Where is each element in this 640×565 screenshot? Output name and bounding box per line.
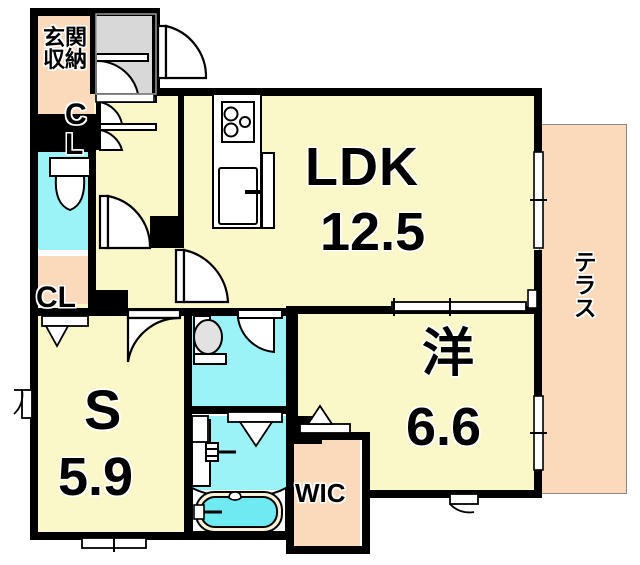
yo-room-fill-2: [370, 306, 536, 496]
genkan-storage-label: 玄関収納: [37, 26, 93, 74]
wall-hall-left-lower: [88, 146, 96, 258]
s-room-area-label: 5.9: [58, 450, 133, 504]
wic-label-text: WIC: [295, 478, 346, 508]
wall-yo-right: [534, 306, 542, 498]
yo-room-area-label: 6.6: [406, 400, 481, 454]
ldk-label-text: LDK: [305, 137, 419, 197]
s-room-label-text: S: [84, 378, 122, 441]
wall-wic-top: [290, 432, 370, 440]
s-room-label: S: [84, 382, 121, 438]
wall-post-hall-ldk: [150, 216, 184, 248]
yo-room-label-text: 洋: [422, 324, 475, 384]
entrance-door-icon: [156, 24, 208, 80]
wall-cl-left-right: [88, 256, 96, 316]
cl-top-label: C L: [65, 100, 87, 160]
wall-hall-bottom: [128, 308, 294, 316]
terrace-label: テラス: [568, 250, 595, 319]
wall-s-room-left: [30, 300, 38, 540]
wall-cl-left-bottom-ext: [96, 290, 128, 316]
entrance-tile-fill: [96, 14, 156, 94]
s-room-area-text: 5.9: [58, 447, 134, 507]
wall-toilet-bottom: [184, 406, 294, 414]
wall-ldk-right: [534, 88, 542, 216]
wall-genkan-storage-right: [90, 14, 96, 94]
wall-entrance-right: [152, 8, 160, 94]
wall-genkan-storage-bottom: [30, 114, 96, 152]
wall-wet-bottom: [184, 532, 294, 540]
cl-left-label-text: CL: [36, 281, 76, 314]
wall-yo-left-mid: [290, 306, 298, 434]
genkan-storage-label-line1: 玄関: [42, 26, 87, 51]
wall-entrance-left: [30, 8, 38, 308]
cl-left-label: CL: [36, 283, 76, 313]
ldk-label: LDK: [305, 140, 419, 194]
wall-s-room-right: [184, 308, 192, 538]
wall-ldk-right-lower: [534, 250, 542, 312]
washroom-fill: [192, 416, 286, 494]
yo-room-label: 洋: [422, 328, 474, 380]
genkan-storage-label-line2: 収納: [42, 48, 87, 74]
wall-yo-bottom: [366, 490, 542, 498]
wic-fill: [290, 440, 360, 550]
wall-cl-left-bottom: [30, 308, 128, 316]
wall-wic-bottom: [290, 546, 370, 554]
wic-label: WIC: [295, 480, 346, 506]
toilet-left-fill: [38, 152, 94, 250]
wall-wic-right: [362, 432, 370, 554]
ldk-area-label: 12.5: [320, 205, 425, 259]
terrace-label-text: テラス: [569, 250, 596, 319]
wall-wic-left: [286, 432, 294, 554]
yo-room-area-text: 6.6: [406, 397, 482, 457]
ldk-area-text: 12.5: [320, 202, 426, 262]
toilet-lower-fill: [192, 310, 294, 412]
terrace-fill: [539, 124, 627, 494]
wall-ldk-top: [152, 88, 542, 96]
wall-hall-ldk-vertical: [178, 96, 184, 218]
wall-hall-left-upper: [96, 94, 102, 150]
wall-s-room-bottom: [30, 532, 292, 540]
wall-entrance-top: [30, 8, 160, 16]
cl-top-label-text: C L: [65, 98, 87, 161]
wall-yo-top: [290, 306, 542, 314]
